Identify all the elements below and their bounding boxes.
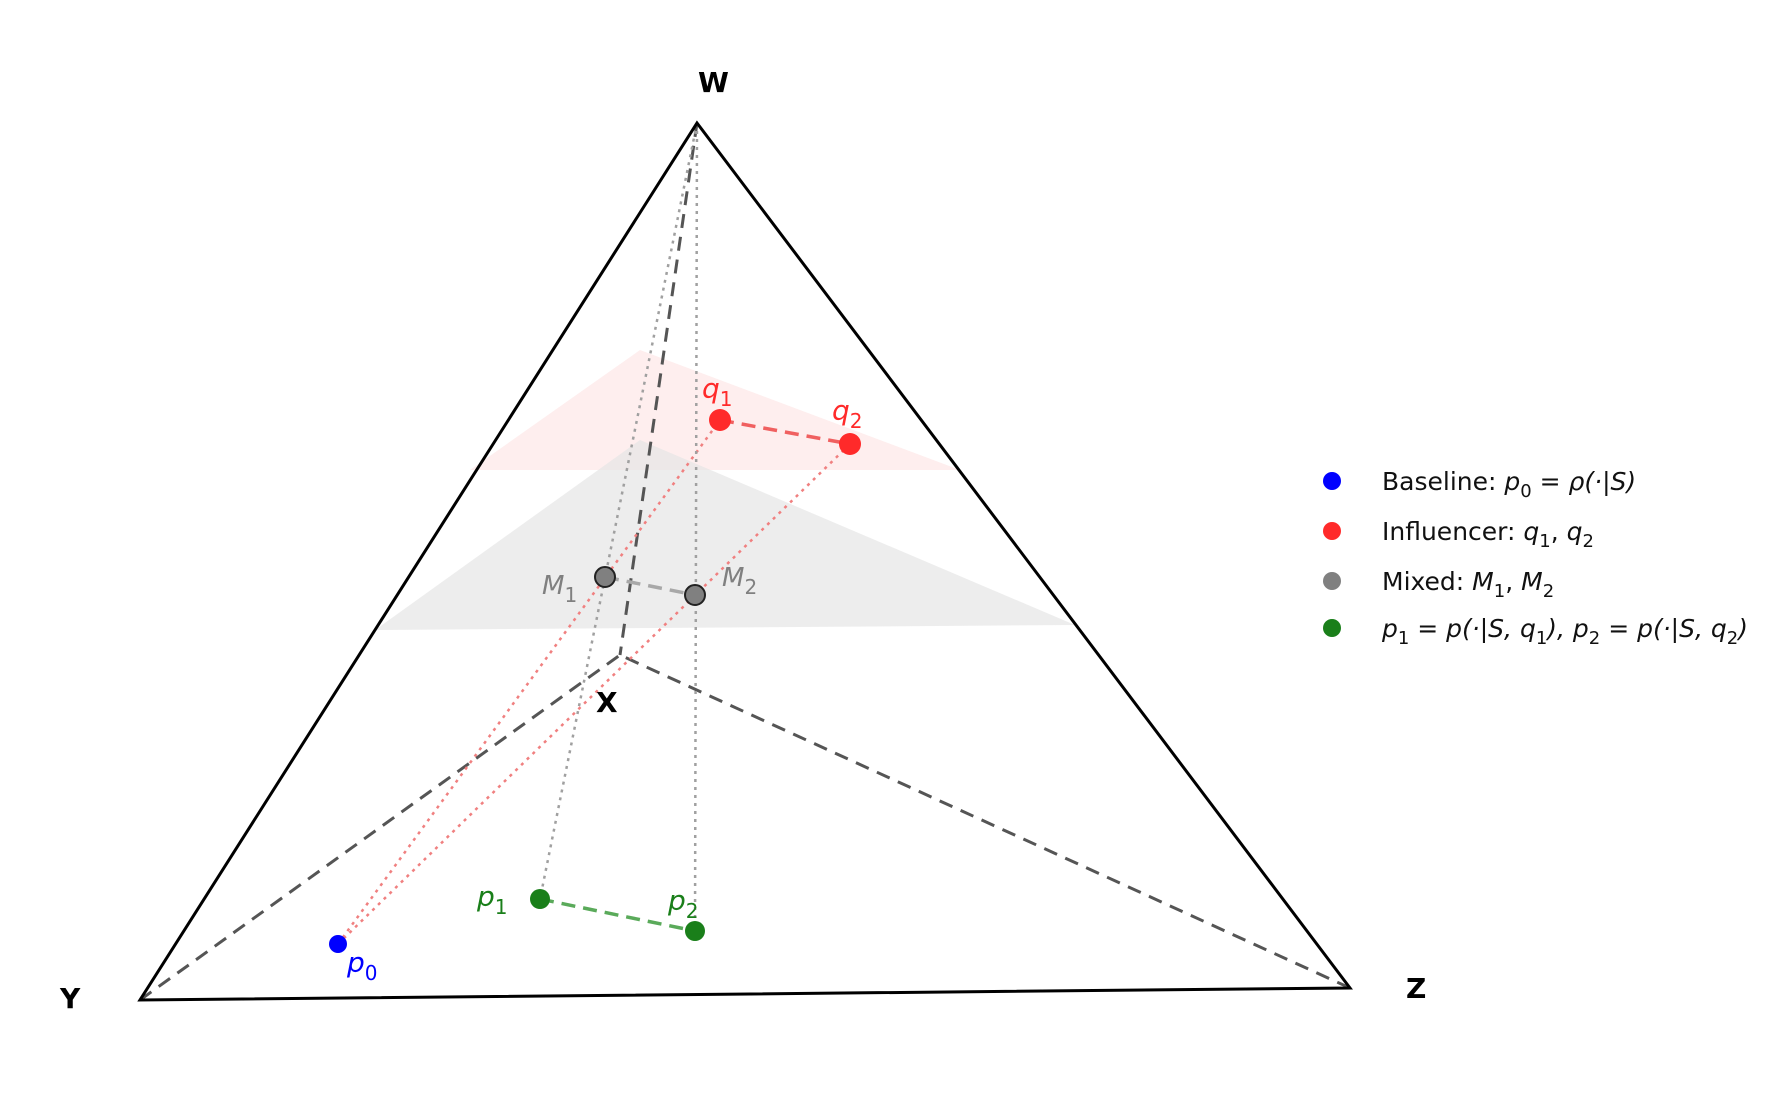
label-m2: M2 [722, 563, 757, 599]
label-m1: M1 [542, 571, 577, 607]
vertex-label-w: W [698, 66, 729, 99]
segment-m1-m2 [604, 575, 696, 597]
legend-marker-posterior [1323, 619, 1341, 637]
legend-entry-mixed: Mixed: M1, M2 [1382, 567, 1554, 602]
point-p0 [329, 935, 347, 953]
vertex-label-y: Y [59, 982, 81, 1015]
legend-marker-influencer [1323, 522, 1341, 540]
point-p1 [530, 889, 550, 909]
label-q1: q1 [702, 372, 733, 411]
segment-q1-q2 [719, 418, 851, 446]
legend: Baseline: p0 = ρ(·|S) Influencer: q1, q2… [1323, 467, 1748, 649]
vertex-label-x: X [596, 686, 618, 719]
legend-marker-mixed [1323, 572, 1341, 590]
edge-y-x [139, 653, 621, 1002]
edge-z-x [619, 653, 1351, 990]
vertex-label-z: Z [1406, 972, 1426, 1005]
legend-marker-baseline [1323, 472, 1341, 490]
influencer-plane [470, 350, 960, 470]
point-q2 [839, 433, 861, 455]
label-p0: p0 [346, 946, 378, 985]
label-q2: q2 [832, 394, 863, 433]
edge-w-x [618, 122, 699, 656]
legend-entry-influencer: Influencer: q1, q2 [1382, 517, 1594, 552]
mixed-plane [375, 440, 1075, 630]
point-q1 [709, 409, 731, 431]
label-p1: p1 [476, 880, 508, 919]
point-p2 [685, 921, 705, 941]
legend-entry-posterior: p1 = p(·|S, q1), p2 = p(·|S, q2) [1381, 614, 1748, 649]
label-p2: p2 [667, 884, 699, 923]
segment-p1-p2 [539, 897, 696, 933]
tetrahedron-outline [137, 120, 1353, 1002]
point-m2 [684, 584, 706, 606]
legend-entry-baseline: Baseline: p0 = ρ(·|S) [1382, 467, 1636, 502]
point-m1 [594, 566, 616, 588]
projection-w-p2 [693, 122, 699, 932]
